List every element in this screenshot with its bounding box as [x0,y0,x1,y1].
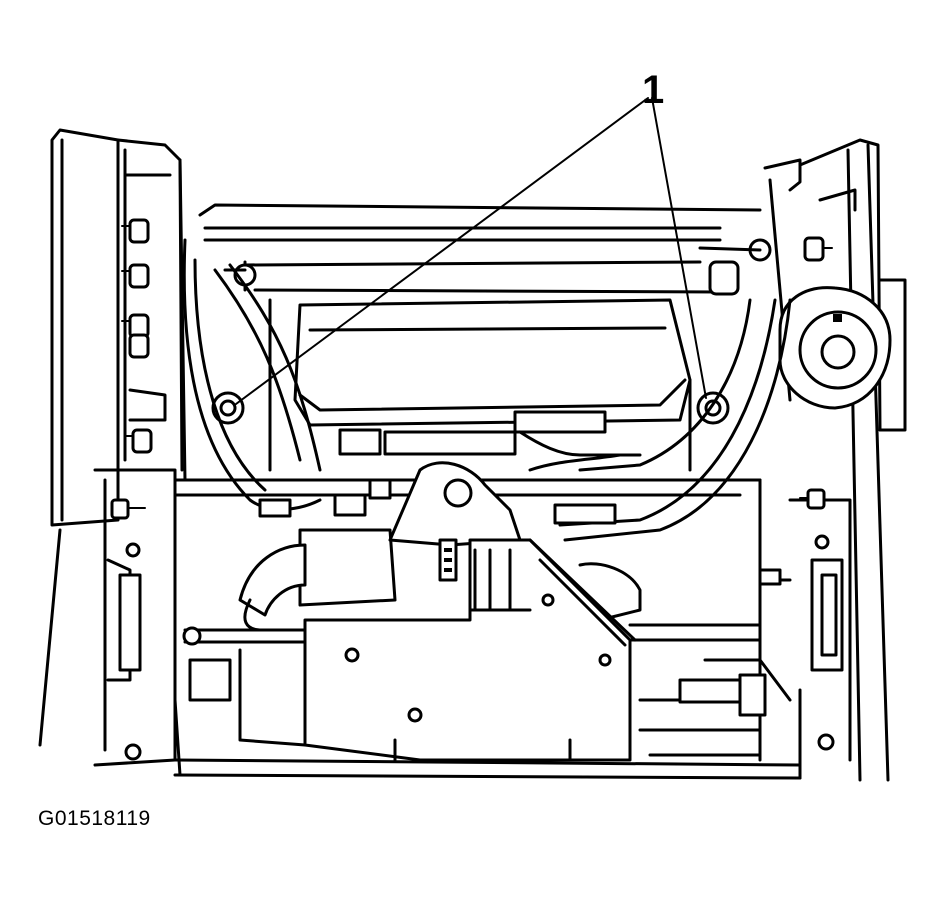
right-lower-bracket [758,488,844,751]
top-cross-member [198,203,762,294]
callout-label-1: 1 [642,68,665,112]
left-side-panel [38,128,184,747]
left-lower-bracket [106,498,146,761]
figure-id: G01518119 [38,807,151,830]
left-bolt-column [121,218,153,454]
mounting-nut-left [211,391,245,425]
actuator-housing [238,461,522,617]
recliner-pivot [778,286,892,410]
rear-panel-tray [293,298,692,427]
wire-harness [258,410,642,622]
right-lower-actuator [628,623,792,757]
seat-baseplate [303,538,637,762]
left-lower-rod [182,598,307,747]
callout-leader-lines [235,97,707,405]
inner-verticals [178,158,692,482]
right-side-panel [698,138,907,782]
